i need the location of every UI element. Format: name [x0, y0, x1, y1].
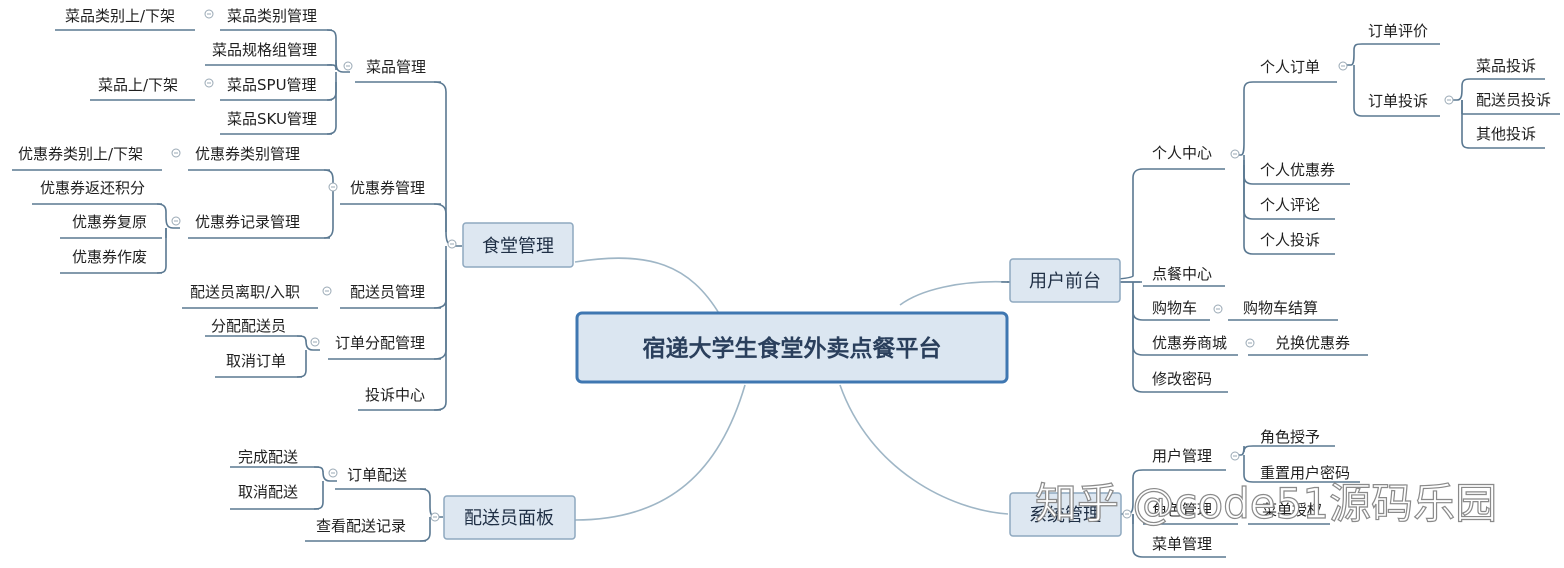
canteen-toggles	[171, 9, 457, 347]
node-dish-spu-shelf: 菜品上/下架	[98, 76, 178, 94]
root-title: 宿递大学生食堂外卖点餐平台	[643, 335, 942, 362]
system-labels: 角色授予 用户管理 重置用户密码 角色管理 菜单授权 菜单管理	[1152, 428, 1350, 553]
node-coupon-refund-points: 优惠券返还积分	[40, 179, 145, 197]
node-dish-sku: 菜品SKU管理	[227, 110, 317, 128]
node-user-management: 用户管理	[1152, 447, 1212, 465]
node-redeem-coupon: 兑换优惠券	[1275, 334, 1350, 352]
branch-system: 系统管理	[1009, 492, 1122, 537]
canteen-labels: 菜品类别上/下架 菜品类别管理 菜品规格组管理 菜品上/下架 菜品SPU管理 菜…	[18, 7, 426, 404]
node-personal-orders: 个人订单	[1260, 58, 1320, 76]
node-courier-leave-join: 配送员离职/入职	[190, 283, 300, 301]
courier-panel-labels: 完成配送 订单配送 取消配送 查看配送记录	[238, 448, 407, 535]
node-delivery-records: 查看配送记录	[316, 517, 406, 535]
node-coupon-restore: 优惠券复原	[72, 213, 147, 231]
node-order-complaint: 订单投诉	[1368, 92, 1428, 110]
branch-system-label: 系统管理	[1029, 505, 1101, 526]
node-reset-password: 重置用户密码	[1260, 464, 1350, 482]
node-other-complaint: 其他投诉	[1476, 125, 1536, 143]
node-coupon-record: 优惠券记录管理	[195, 213, 300, 231]
node-dish-category-shelf: 菜品类别上/下架	[65, 7, 175, 25]
node-complete-delivery: 完成配送	[238, 448, 298, 466]
node-dish-spu: 菜品SPU管理	[227, 76, 317, 94]
node-dish-complaint: 菜品投诉	[1476, 57, 1536, 75]
node-order-review: 订单评价	[1368, 22, 1428, 40]
system-toggles	[1122, 451, 1240, 519]
branch-canteen: 食堂管理	[462, 222, 574, 268]
node-courier-complaint: 配送员投诉	[1476, 91, 1551, 109]
node-menu-grant: 菜单授权	[1262, 501, 1322, 519]
node-cancel-delivery: 取消配送	[238, 483, 298, 501]
node-coupon-category-shelf: 优惠券类别上/下架	[18, 145, 143, 163]
node-ordering-center: 点餐中心	[1152, 265, 1212, 283]
node-complaint-center: 投诉中心	[365, 386, 425, 404]
node-personal-center: 个人中心	[1152, 144, 1212, 162]
node-courier-management: 配送员管理	[350, 283, 425, 301]
branch-courier-panel-label: 配送员面板	[464, 508, 554, 529]
node-change-password: 修改密码	[1152, 370, 1212, 388]
node-coupon-category: 优惠券类别管理	[195, 145, 300, 163]
user-front-toggles	[1213, 61, 1454, 348]
node-coupon-void: 优惠券作废	[72, 248, 147, 266]
node-coupon-mall: 优惠券商城	[1152, 334, 1227, 352]
branch-courier-panel: 配送员面板	[443, 495, 576, 540]
root-node: 宿递大学生食堂外卖点餐平台	[575, 311, 1009, 384]
node-cart-checkout: 购物车结算	[1243, 299, 1318, 317]
node-dish-spec-group: 菜品规格组管理	[212, 41, 317, 59]
node-menu-management: 菜单管理	[1152, 535, 1212, 553]
node-personal-complaints: 个人投诉	[1260, 231, 1320, 249]
system-lines	[1121, 445, 1360, 558]
node-grant-role: 角色授予	[1260, 428, 1320, 446]
courier-panel-lines	[230, 466, 443, 542]
node-assign-courier: 分配配送员	[211, 317, 286, 335]
node-personal-comments: 个人评论	[1260, 196, 1320, 214]
node-cancel-order: 取消订单	[226, 352, 286, 370]
node-dish-management: 菜品管理	[366, 58, 426, 76]
branch-canteen-label: 食堂管理	[482, 236, 554, 257]
watermark: 知乎 @code51源码乐园	[1035, 479, 1497, 528]
node-order-assign: 订单分配管理	[335, 334, 425, 352]
branch-user-front: 用户前台	[1009, 258, 1121, 303]
node-cart: 购物车	[1152, 299, 1197, 317]
node-coupon-management: 优惠券管理	[350, 179, 425, 197]
canteen-tree-lines	[12, 29, 462, 411]
branch-user-front-label: 用户前台	[1029, 271, 1101, 292]
node-personal-coupons: 个人优惠券	[1260, 161, 1335, 179]
root-connectors	[574, 257, 1009, 521]
node-dish-category: 菜品类别管理	[227, 7, 317, 25]
courier-panel-toggles	[328, 468, 440, 522]
node-role-management: 角色管理	[1152, 501, 1212, 519]
user-front-labels: 订单评价 个人订单 菜品投诉 订单投诉 配送员投诉 其他投诉 个人中心 个人优惠…	[1152, 22, 1551, 388]
node-order-delivery: 订单配送	[347, 466, 407, 484]
